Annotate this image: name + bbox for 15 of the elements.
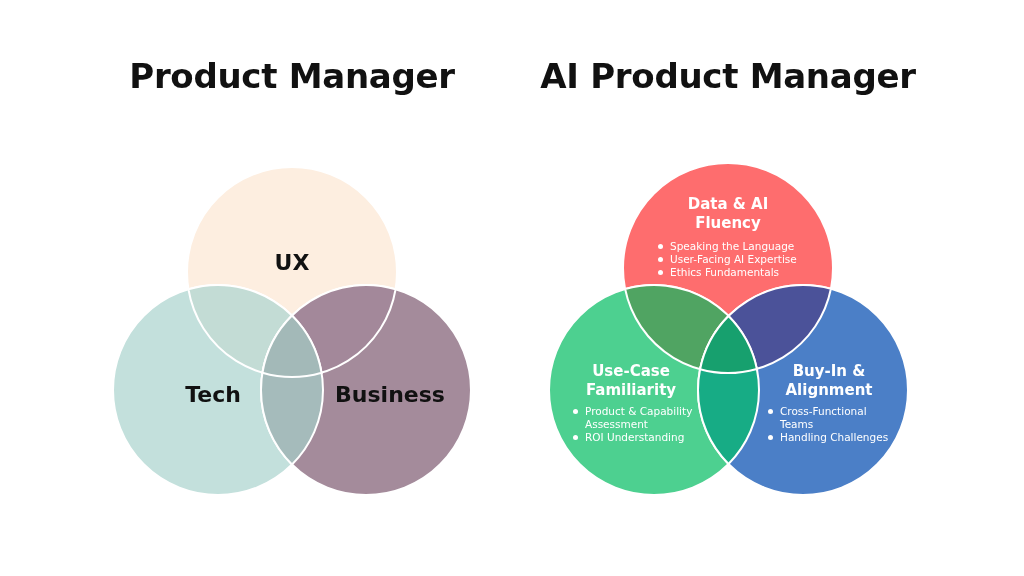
diagram-heading: AI Product Manager: [540, 56, 916, 96]
bullet-text: User-Facing AI Expertise: [670, 253, 797, 266]
circle-label: Tech: [185, 382, 241, 408]
bullet-text: Cross-Functional Teams: [780, 405, 868, 431]
bullet-text: Speaking the Language: [670, 240, 795, 253]
bullet-text: Ethics Fundamentals: [670, 266, 780, 279]
circle-label: Business: [335, 382, 445, 408]
circle-title: Buy-In & Alignment: [784, 362, 874, 400]
diagram-heading: Product Manager: [129, 56, 455, 96]
bullet-text: ROI Understanding: [585, 431, 685, 444]
circle-title: Data & AI Fluency: [686, 195, 770, 233]
circle-label: UX: [274, 250, 310, 276]
bullet-text: Product & Capability Assessment: [585, 405, 694, 431]
bullet-text: Handling Challenges: [780, 431, 889, 444]
circle-title: Use-Case Familiarity: [584, 362, 678, 400]
